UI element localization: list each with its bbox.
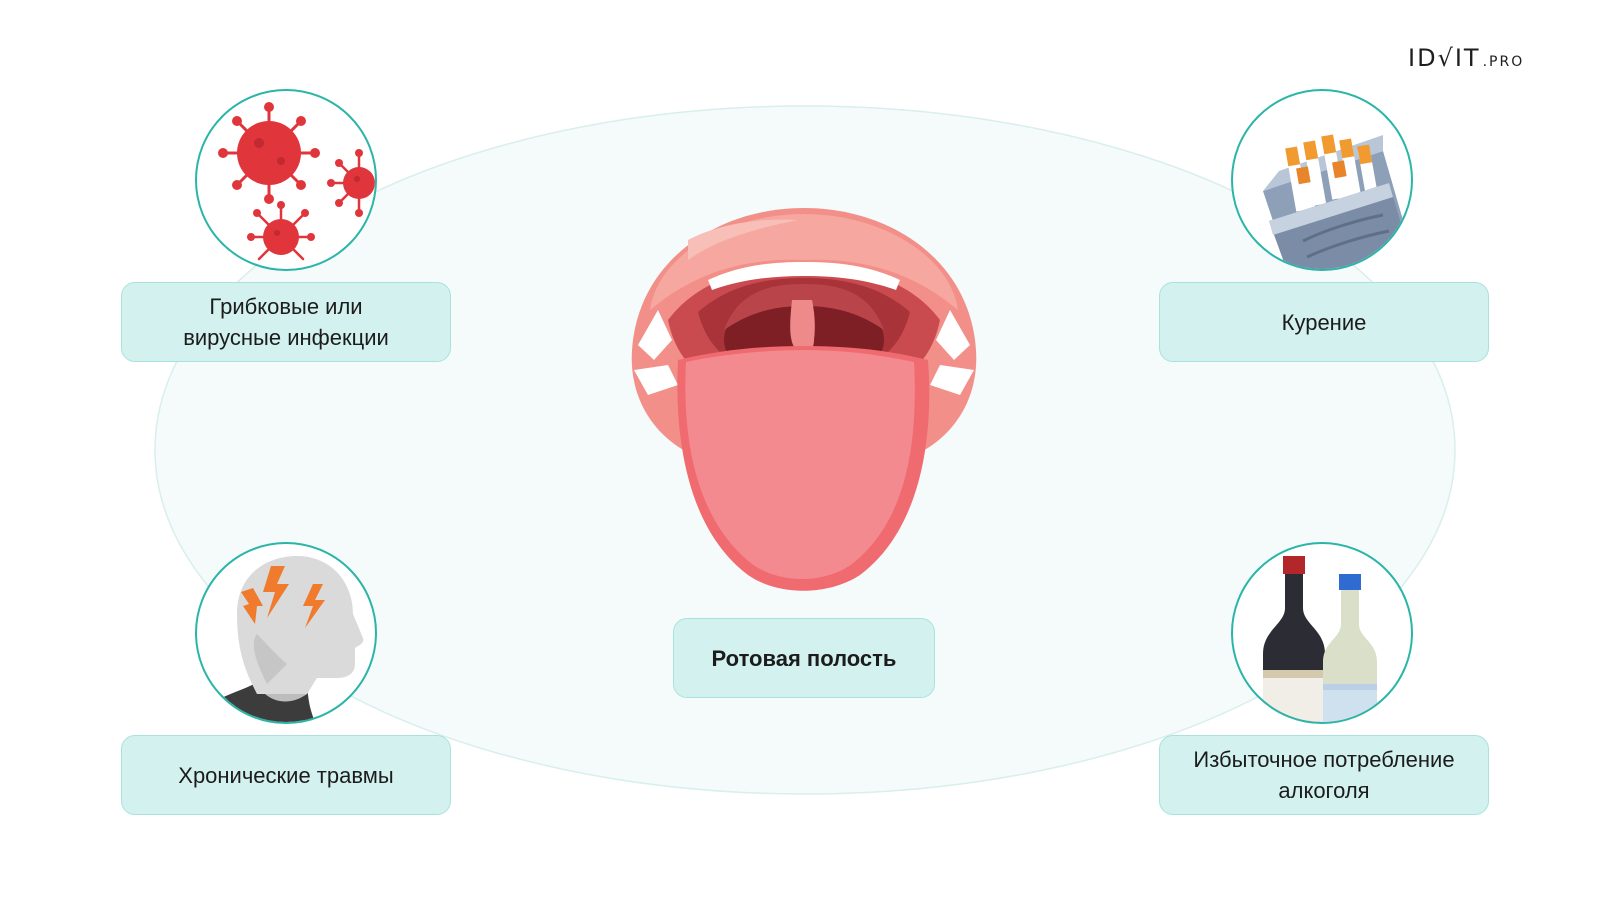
center-label: Ротовая полость [673,618,935,698]
factor-label-infections: Грибковые или вирусные инфекции [121,282,451,362]
bottles-icon-circle [1231,542,1413,724]
center-label-text: Ротовая полость [711,645,897,671]
factor-label-text: Курение [1281,309,1367,335]
cigarettes-icon [1263,134,1409,269]
factor-label-text: Хронические травмы [178,762,394,788]
factor-label-text: Грибковые или вирусные инфекции [183,294,389,350]
logo-main-text: ID√IT [1408,44,1481,72]
head-pain-icon-circle [195,542,377,724]
brand-logo: ID√IT.PRO [1408,44,1524,72]
logo-sub-text: .PRO [1482,54,1525,70]
mouth-illustration [631,208,977,591]
head-pain-icon [208,556,364,722]
virus-icon [218,102,375,261]
factor-label-injuries: Хронические травмы [121,735,451,815]
factor-label-smoking: Курение [1159,282,1489,362]
factor-label-text: Избыточное потребление алкоголя [1193,747,1455,803]
bottles-icon [1263,556,1377,722]
factor-label-alcohol: Избыточное потребление алкоголя [1159,735,1489,815]
cigarettes-icon-circle [1231,89,1413,271]
virus-icon-circle [195,89,377,271]
